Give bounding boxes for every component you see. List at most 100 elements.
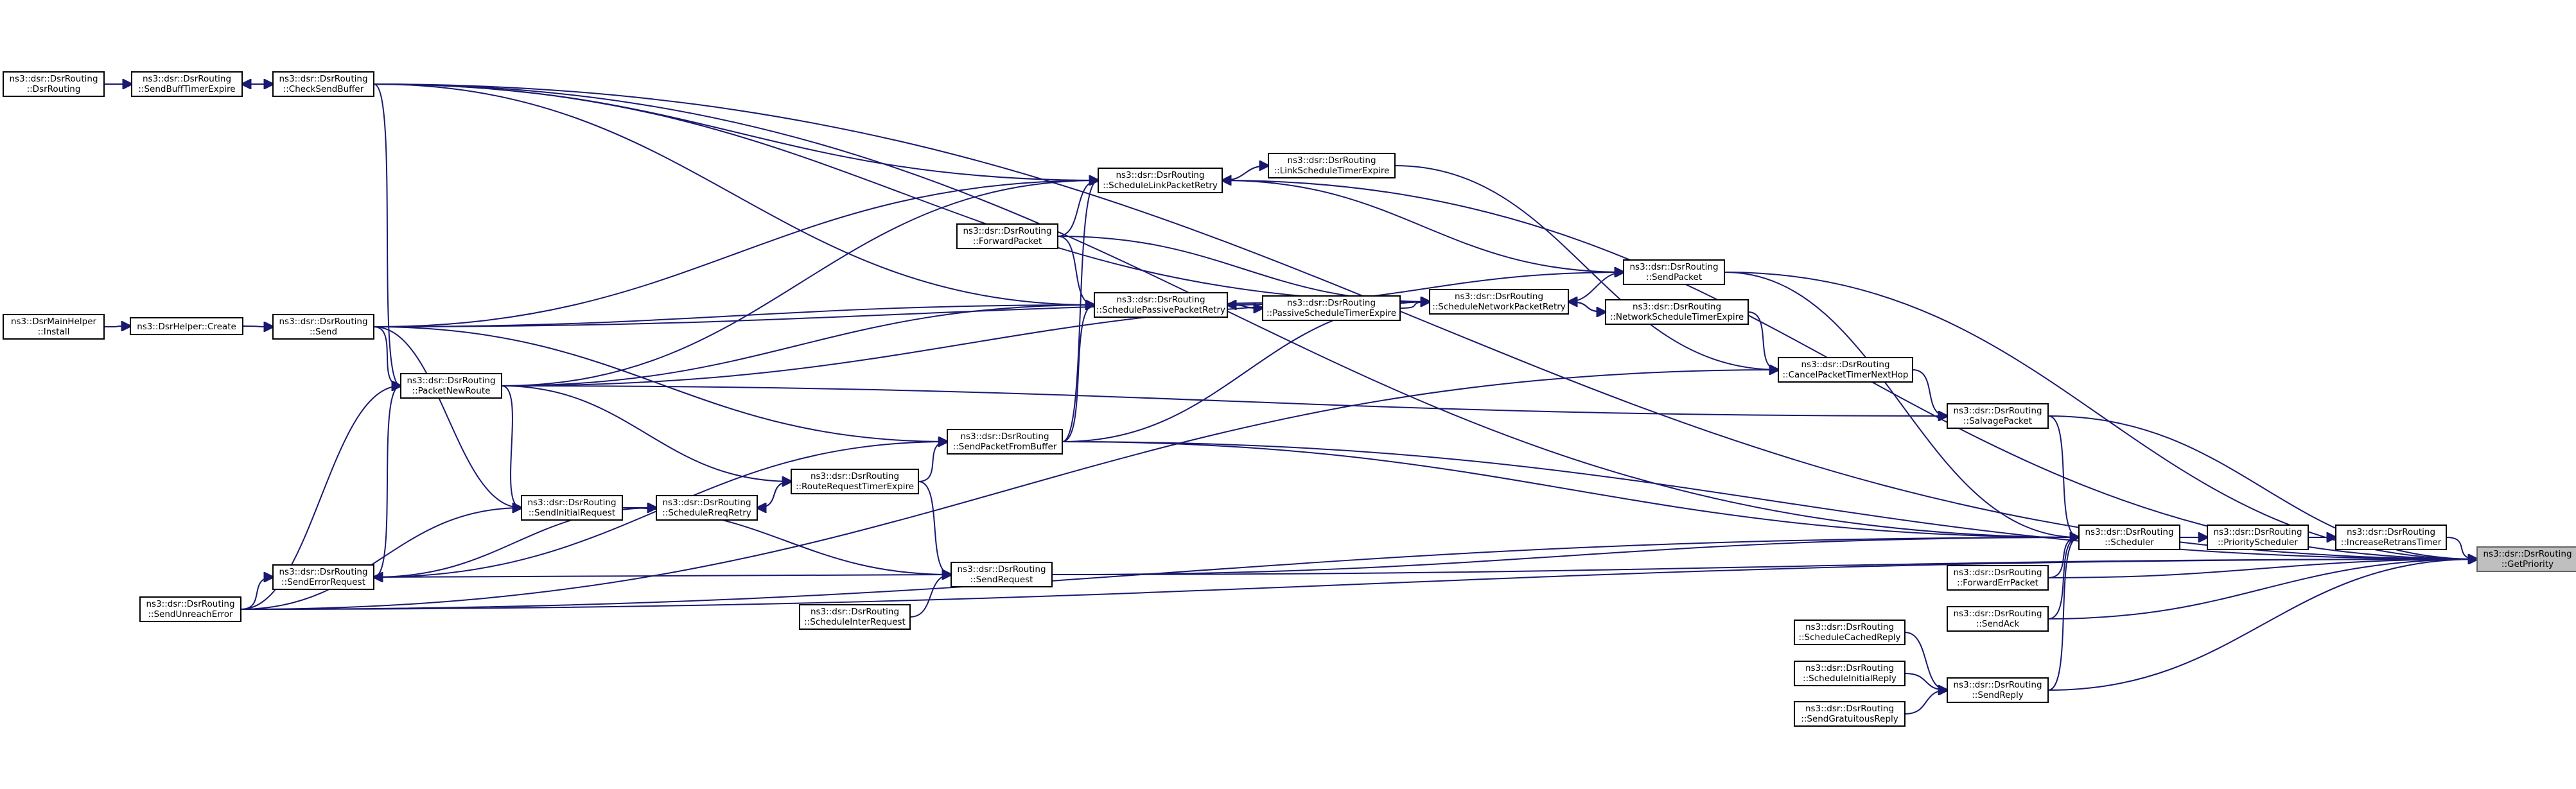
node-label: ::PacketNewRoute [412, 386, 491, 396]
edge-send-gratuitous-reply-to-send-reply [1904, 690, 1947, 715]
edge-send-to-packet-new-route [373, 326, 401, 386]
edge-route-request-timer-expire-to-send-packet-from-buffer [918, 442, 947, 482]
node-box [2207, 525, 2309, 550]
node-box [130, 317, 243, 335]
node-create[interactable]: ns3::DsrHelper::Create [130, 317, 243, 335]
edge-send-to-schedule-passive-packet-retry [373, 305, 1094, 327]
node-increase-retrans-timer[interactable]: ns3::dsr::DsrRouting::IncreaseRetransTim… [2335, 525, 2447, 550]
edges-layer [103, 83, 2477, 715]
node-label: ::SendPacketFromBuffer [953, 442, 1057, 452]
node-label: ns3::dsr::DsrRouting [2213, 527, 2302, 537]
node-packet-new-route[interactable]: ns3::dsr::DsrRouting::PacketNewRoute [400, 373, 502, 399]
edge-send-packet-from-buffer-to-schedule-link-packet-retry [1062, 180, 1098, 442]
node-box [1794, 661, 1906, 686]
node-scheduler[interactable]: ns3::dsr::DsrRouting::Scheduler [2078, 525, 2180, 550]
edge-install-to-create [103, 326, 130, 327]
edge-send-to-send-packet-from-buffer [373, 326, 947, 442]
node-label: ns3::dsr::DsrRouting [1116, 295, 1205, 305]
node-label: ns3::dsr::DsrRouting [1116, 170, 1204, 180]
node-send-ack[interactable]: ns3::dsr::DsrRouting::SendAck [1947, 606, 2049, 632]
node-send-reply[interactable]: ns3::dsr::DsrRouting::SendReply [1947, 677, 2049, 703]
node-cancel-packet-timer-next-hop[interactable]: ns3::dsr::DsrRouting::CancelPacketTimerN… [1778, 357, 1913, 383]
node-schedule-network-packet-retry[interactable]: ns3::dsr::DsrRouting::ScheduleNetworkPac… [1429, 289, 1569, 315]
node-send-initial-request[interactable]: ns3::dsr::DsrRouting::SendInitialRequest [521, 495, 623, 521]
node-dsr-routing[interactable]: ns3::dsr::DsrRouting::DsrRouting [3, 71, 105, 97]
node-install[interactable]: ns3::DsrMainHelper::Install [3, 314, 105, 340]
node-box [1947, 403, 2049, 429]
node-schedule-rreq-retry[interactable]: ns3::dsr::DsrRouting::ScheduleRreqRetry [656, 495, 758, 521]
node-label: ::SchedulePassivePacketRetry [1096, 305, 1225, 315]
node-forward-err-packet[interactable]: ns3::dsr::DsrRouting::ForwardErrPacket [1947, 565, 2049, 591]
node-send-packet-from-buffer[interactable]: ns3::dsr::DsrRouting::SendPacketFromBuff… [947, 429, 1063, 455]
edge-forward-packet-to-schedule-link-packet-retry [1057, 180, 1098, 237]
node-schedule-passive-packet-retry[interactable]: ns3::dsr::DsrRouting::SchedulePassivePac… [1094, 292, 1228, 318]
node-label: ns3::dsr::DsrRouting [146, 599, 234, 609]
edge-send-unreach-error-to-scheduler [240, 537, 2079, 610]
edge-send-to-schedule-link-packet-retry [373, 180, 1098, 327]
node-box [2335, 525, 2447, 550]
node-send-request[interactable]: ns3::dsr::DsrRouting::SendRequest [951, 562, 1053, 587]
node-schedule-cached-reply[interactable]: ns3::dsr::DsrRouting::ScheduleCachedRepl… [1794, 620, 1906, 645]
node-label: ::ScheduleRreqRetry [662, 508, 751, 518]
edge-passive-schedule-timer-expire-to-schedule-passive-packet-retry [1227, 305, 1263, 308]
node-box [1429, 289, 1569, 315]
node-label: ns3::dsr::DsrRouting [960, 431, 1049, 442]
node-label: ::SendAck [1976, 619, 2020, 629]
node-box [2476, 546, 2576, 572]
node-schedule-link-packet-retry[interactable]: ns3::dsr::DsrRouting::ScheduleLinkPacket… [1098, 168, 1223, 193]
node-label: ns3::dsr::DsrRouting [279, 316, 367, 327]
edge-send-packet-from-buffer-to-scheduler [1062, 441, 2079, 537]
edge-send-to-send-initial-request [373, 326, 521, 508]
nodes-layer: ns3::dsr::DsrRouting::DsrRoutingns3::dsr… [3, 71, 2576, 727]
node-send-packet[interactable]: ns3::dsr::DsrRouting::SendPacket [1623, 259, 1725, 285]
node-label: ns3::dsr::DsrRouting [9, 74, 98, 84]
node-label: ::SendReply [1972, 690, 2024, 700]
node-label: ::SendBuffTimerExpire [138, 84, 235, 94]
node-send-error-request[interactable]: ns3::dsr::DsrRouting::SendErrorRequest [272, 564, 374, 590]
edge-packet-new-route-to-schedule-passive-packet-retry [501, 305, 1094, 386]
node-salvage-packet[interactable]: ns3::dsr::DsrRouting::SalvagePacket [1947, 403, 2049, 429]
node-send-buff-timer-expire[interactable]: ns3::dsr::DsrRouting::SendBuffTimerExpir… [131, 71, 243, 97]
node-forward-packet[interactable]: ns3::dsr::DsrRouting::ForwardPacket [956, 223, 1058, 249]
node-label: ns3::dsr::DsrRouting [143, 74, 231, 84]
node-label: ::SendErrorRequest [281, 577, 365, 587]
node-label: ns3::dsr::DsrRouting [1287, 155, 1376, 166]
edge-send-request-to-scheduler [1051, 537, 2079, 575]
node-network-schedule-timer-expire[interactable]: ns3::dsr::DsrRouting::NetworkScheduleTim… [1605, 299, 1749, 325]
edge-send-unreach-error-to-get-priority [240, 559, 2477, 610]
edge-network-schedule-timer-expire-to-schedule-network-packet-retry [1568, 302, 1606, 313]
node-link-schedule-timer-expire[interactable]: ns3::dsr::DsrRouting::LinkScheduleTimerE… [1268, 153, 1396, 178]
node-schedule-initial-reply[interactable]: ns3::dsr::DsrRouting::ScheduleInitialRep… [1794, 661, 1906, 686]
node-send[interactable]: ns3::dsr::DsrRouting::Send [272, 314, 374, 340]
node-label: ::ForwardErrPacket [1957, 578, 2038, 588]
edge-increase-retrans-timer-to-get-priority [2446, 537, 2477, 559]
node-box [799, 604, 911, 630]
edge-forward-packet-to-schedule-network-packet-retry [1057, 236, 1430, 302]
node-check-send-buffer[interactable]: ns3::dsr::DsrRouting::CheckSendBuffer [272, 71, 374, 97]
node-route-request-timer-expire[interactable]: ns3::dsr::DsrRouting::RouteRequestTimerE… [791, 469, 919, 494]
node-label: ::DsrRouting [27, 84, 81, 94]
edge-forward-err-packet-to-get-priority [2047, 559, 2477, 578]
node-label: ::RouteRequestTimerExpire [796, 481, 914, 492]
node-label: ::Scheduler [2105, 537, 2154, 548]
node-get-priority[interactable]: ns3::dsr::DsrRouting::GetPriority [2476, 546, 2576, 572]
edge-check-send-buffer-to-get-priority [373, 83, 2477, 559]
edge-schedule-initial-reply-to-send-reply [1904, 673, 1947, 690]
node-label: ns3::DsrMainHelper [11, 316, 97, 327]
node-label: ns3::dsr::DsrRouting [527, 498, 616, 508]
node-box [139, 596, 241, 622]
node-label: ::ScheduleLinkPacketRetry [1103, 180, 1218, 191]
node-box [1268, 153, 1396, 178]
node-send-gratuitous-reply[interactable]: ns3::dsr::DsrRouting::SendGratuitousRepl… [1794, 701, 1906, 727]
edge-send-packet-from-buffer-to-schedule-passive-packet-retry [1062, 305, 1094, 442]
edge-send-packet-to-scheduler [1724, 272, 2079, 537]
node-label: ns3::dsr::DsrRouting [1629, 262, 1718, 272]
node-send-unreach-error[interactable]: ns3::dsr::DsrRouting::SendUnreachError [139, 596, 241, 622]
edge-salvage-packet-to-get-priority [2047, 415, 2477, 559]
edge-forward-packet-to-schedule-passive-packet-retry [1057, 236, 1094, 305]
node-priority-scheduler[interactable]: ns3::dsr::DsrRouting::PriorityScheduler [2207, 525, 2309, 550]
node-box [2078, 525, 2180, 550]
node-passive-schedule-timer-expire[interactable]: ns3::dsr::DsrRouting::PassiveScheduleTim… [1262, 295, 1401, 321]
node-schedule-inter-request[interactable]: ns3::dsr::DsrRouting::ScheduleInterReque… [799, 604, 911, 630]
